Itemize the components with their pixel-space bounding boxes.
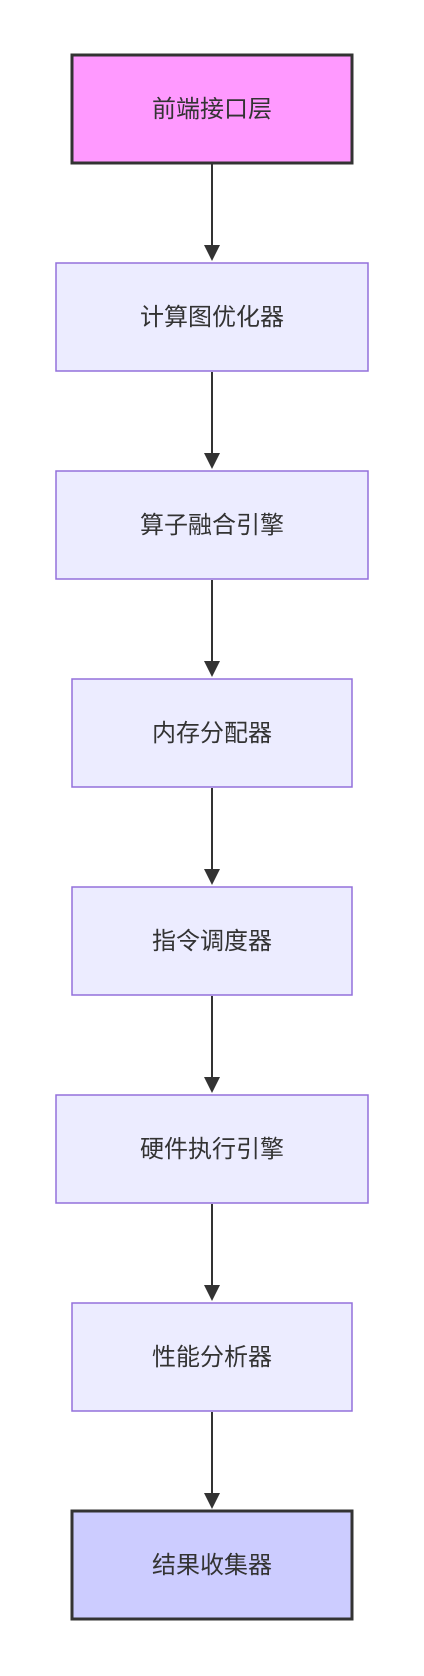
node-label: 算子融合引擎 [140, 511, 284, 539]
node-box [55, 1094, 369, 1204]
node-n1: 前端接口层 [70, 53, 354, 165]
edge-n6-n7 [204, 1204, 220, 1301]
nodes: 前端接口层计算图优化器算子融合引擎内存分配器指令调度器硬件执行引擎性能分析器结果… [55, 53, 369, 1621]
node-box [70, 1509, 354, 1621]
node-n4: 内存分配器 [71, 678, 353, 788]
edge-n4-n5 [204, 788, 220, 885]
node-label: 前端接口层 [152, 95, 272, 123]
node-n7: 性能分析器 [71, 1302, 353, 1412]
node-box [55, 470, 369, 580]
edge-n3-n4 [204, 580, 220, 677]
arrowhead-icon [204, 1493, 220, 1509]
edge-n5-n6 [204, 996, 220, 1093]
node-label: 结果收集器 [152, 1551, 272, 1579]
node-label: 内存分配器 [152, 719, 272, 747]
node-label: 计算图优化器 [140, 303, 284, 331]
node-label: 指令调度器 [152, 927, 272, 955]
node-box [71, 886, 353, 996]
arrowhead-icon [204, 661, 220, 677]
node-box [71, 678, 353, 788]
arrowhead-icon [204, 245, 220, 261]
arrowhead-icon [204, 1077, 220, 1093]
edge-n2-n3 [204, 372, 220, 469]
node-n3: 算子融合引擎 [55, 470, 369, 580]
node-box [55, 262, 369, 372]
edges [204, 164, 220, 1509]
node-label: 性能分析器 [152, 1343, 272, 1371]
node-n2: 计算图优化器 [55, 262, 369, 372]
node-box [71, 1302, 353, 1412]
node-n5: 指令调度器 [71, 886, 353, 996]
arrowhead-icon [204, 1285, 220, 1301]
node-n6: 硬件执行引擎 [55, 1094, 369, 1204]
node-box [70, 53, 354, 165]
arrowhead-icon [204, 453, 220, 469]
arrowhead-icon [204, 869, 220, 885]
edge-n1-n2 [204, 164, 220, 261]
node-label: 硬件执行引擎 [140, 1135, 284, 1163]
edge-n7-n8 [204, 1412, 220, 1509]
node-n8: 结果收集器 [70, 1509, 354, 1621]
